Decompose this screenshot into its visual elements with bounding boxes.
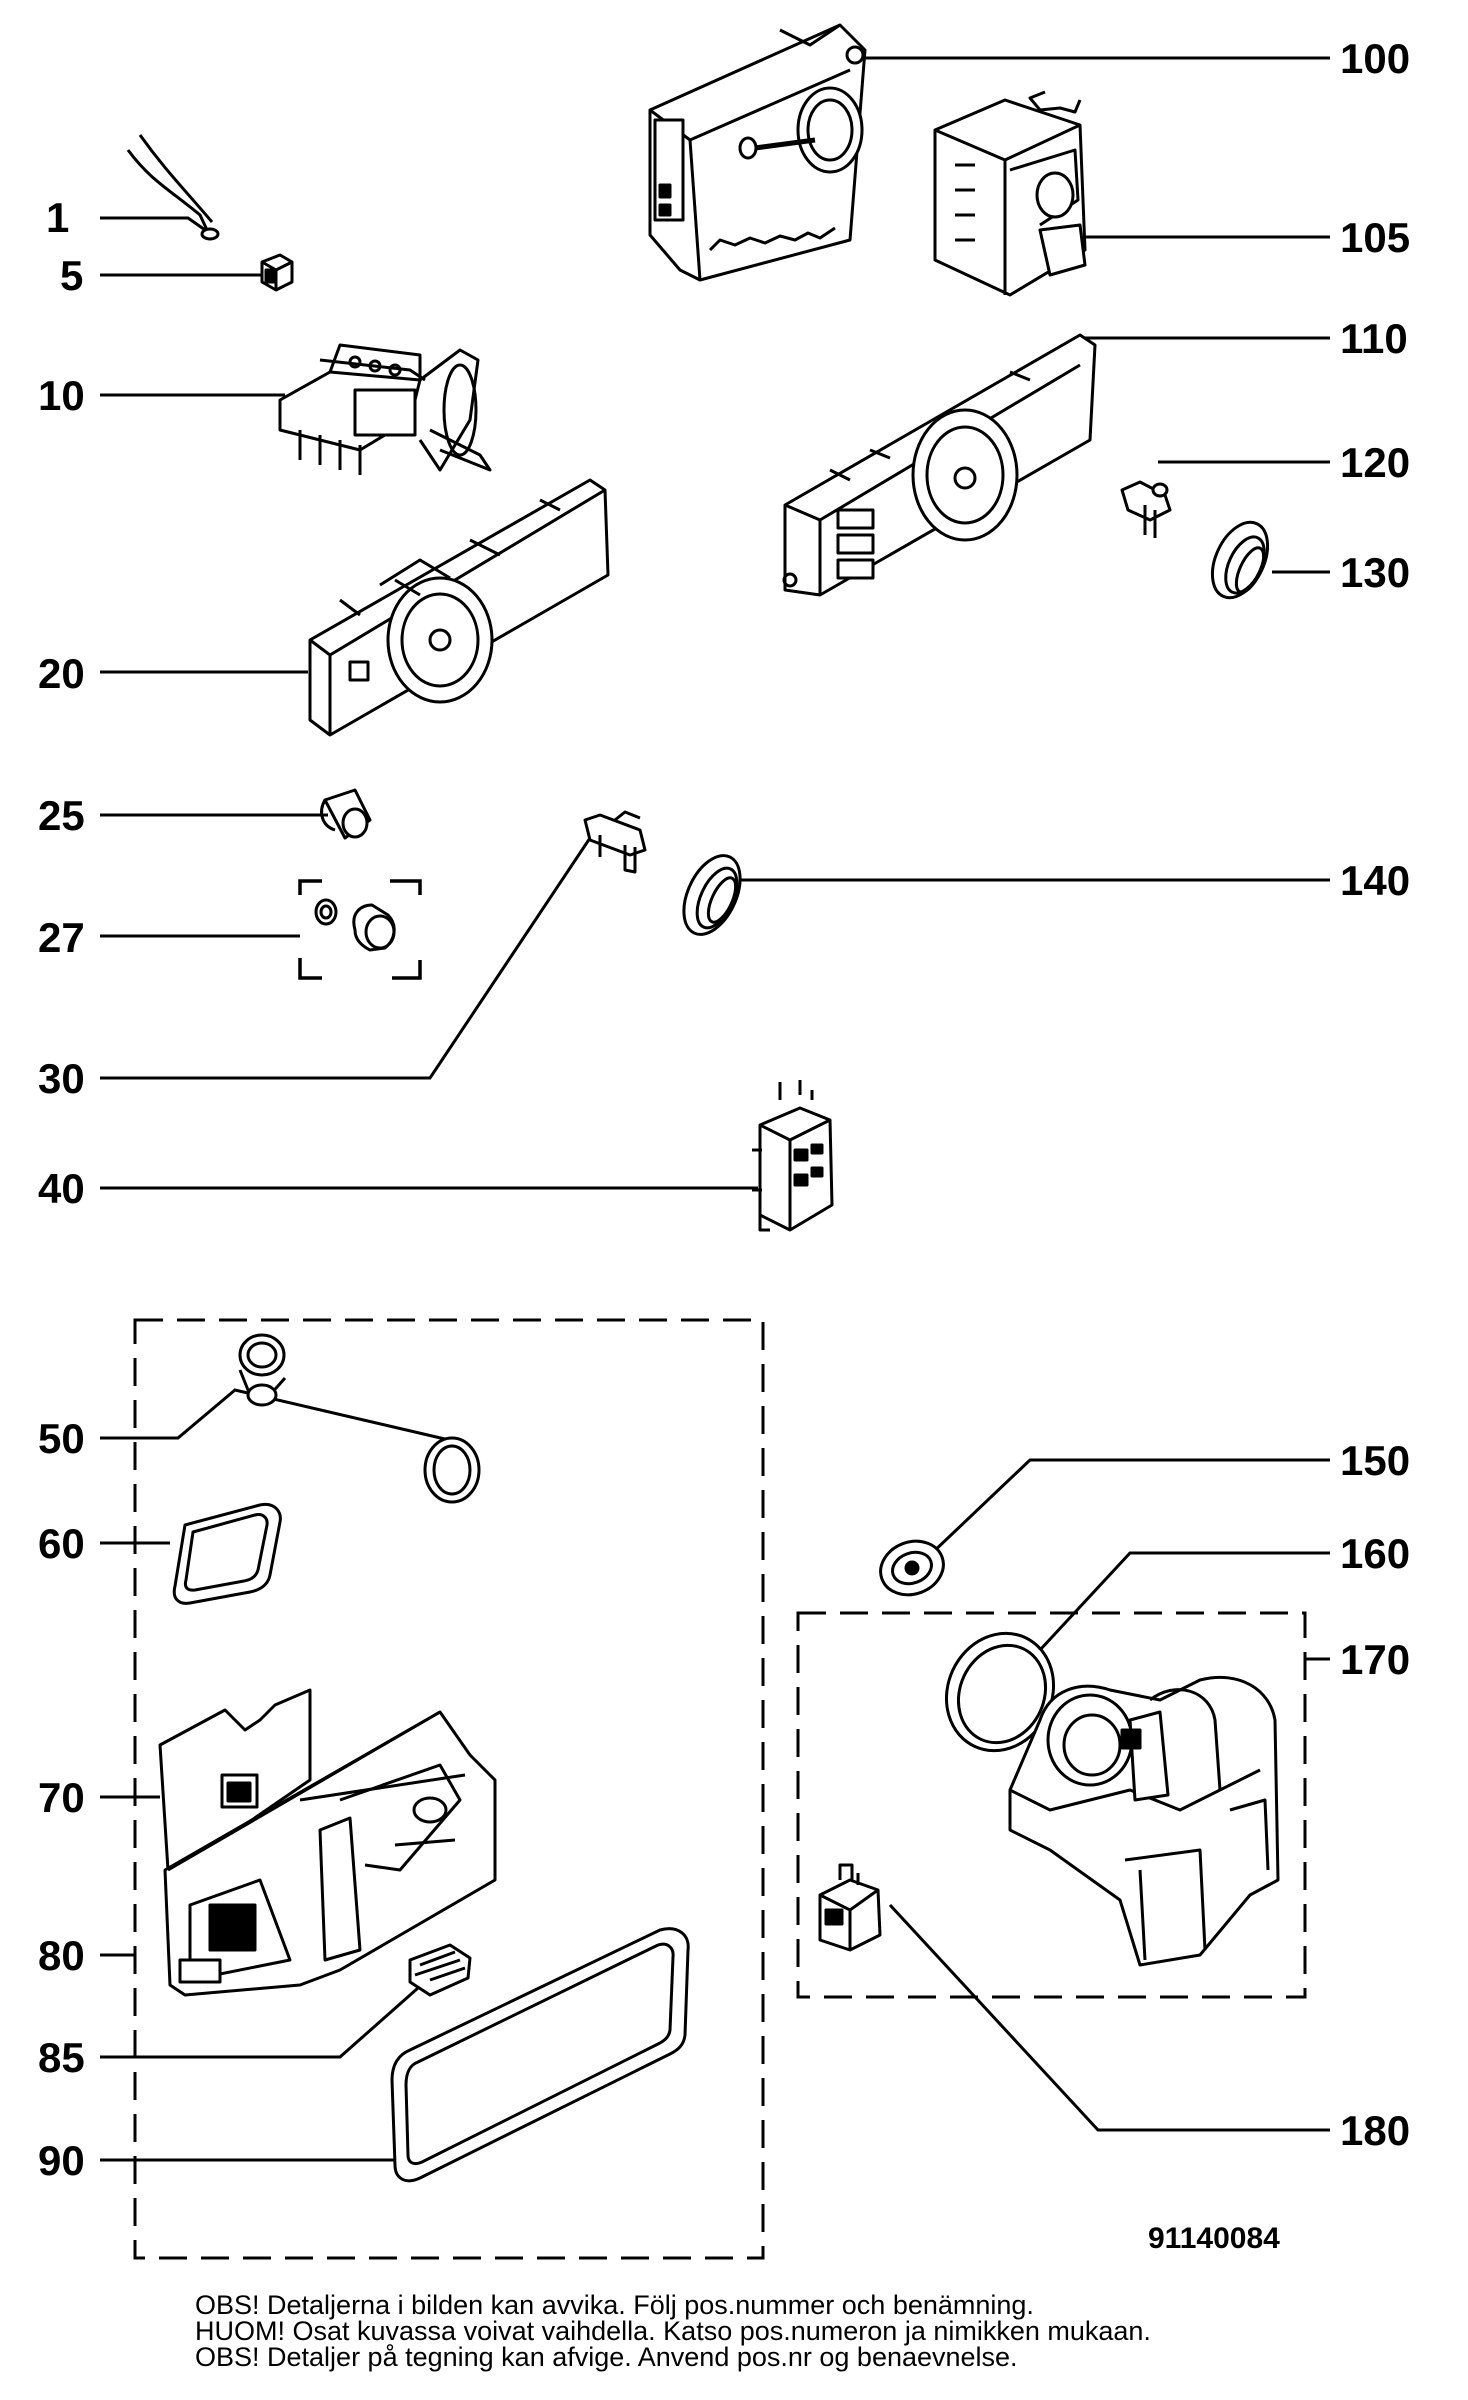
disclaimer-notes: OBS! Detaljerna i bilden kan avvika. Föl… — [195, 2290, 1345, 2372]
part-110-panel-right — [782, 333, 1097, 597]
part-60-seal — [172, 1502, 282, 1605]
label-1: 1 — [46, 194, 69, 241]
label-50: 50 — [38, 1415, 85, 1462]
part-150-disc — [879, 1539, 945, 1597]
part-20-panel-left — [308, 478, 610, 737]
label-100: 100 — [1340, 35, 1410, 82]
part-50-valve — [238, 1333, 287, 1407]
label-20: 20 — [38, 650, 85, 697]
part-40-connector — [752, 1080, 834, 1232]
label-180: 180 — [1340, 2107, 1410, 2154]
label-90: 90 — [38, 2137, 85, 2184]
part-80-door-lock-body — [163, 1710, 497, 1997]
part-27-knob-set — [314, 898, 396, 952]
label-60: 60 — [38, 1520, 85, 1567]
part-85-clip — [408, 1943, 472, 1997]
part-160-o-ring — [944, 1631, 1056, 1753]
part-30-lamp-holder — [583, 810, 647, 874]
label-25: 25 — [38, 792, 85, 839]
part-90-gasket — [390, 1927, 690, 2183]
part-180-microswitch — [818, 1863, 882, 1952]
label-105: 105 — [1340, 214, 1410, 261]
part-105-relay-block — [933, 90, 1087, 297]
group-box-dispenser — [796, 1611, 1307, 1999]
part-140-o-ring — [682, 854, 742, 936]
part-labels: 1 5 10 20 25 27 30 40 50 60 70 80 85 90 … — [38, 35, 1410, 2255]
label-140: 140 — [1340, 857, 1410, 904]
part-10-switch — [278, 343, 492, 475]
label-170: 170 — [1340, 1636, 1410, 1683]
label-120: 120 — [1340, 439, 1410, 486]
label-150: 150 — [1340, 1437, 1410, 1484]
part-130-o-ring — [1210, 520, 1270, 600]
dashed-group-boxes — [133, 879, 1307, 2260]
part-1-wire — [126, 134, 220, 241]
note-swedish: OBS! Detaljerna i bilden kan avvika. Föl… — [195, 2290, 1034, 2320]
label-110: 110 — [1340, 315, 1408, 362]
part-25-knob-cap — [320, 788, 372, 840]
part-120-lamp — [1120, 480, 1172, 538]
group-box-knob — [298, 879, 422, 980]
part-100-timer — [648, 23, 867, 282]
label-10: 10 — [38, 372, 85, 419]
label-85: 85 — [38, 2034, 85, 2081]
label-27: 27 — [38, 914, 85, 961]
label-130: 130 — [1340, 549, 1410, 596]
label-5: 5 — [60, 252, 83, 299]
part-50-o-ring — [423, 1436, 481, 1504]
label-80: 80 — [38, 1932, 85, 1979]
label-40: 40 — [38, 1165, 85, 1212]
group-box-door-lock — [133, 1318, 765, 2260]
note-danish: OBS! Detaljer på tegning kan afvige. Anv… — [195, 2342, 1018, 2372]
leader-lines — [100, 56, 1330, 2162]
part-170-dispenser — [1008, 1675, 1280, 1967]
label-70: 70 — [38, 1774, 85, 1821]
part-5-clip — [260, 253, 294, 292]
label-30: 30 — [38, 1055, 85, 1102]
drawing-number: 91140084 — [1148, 2222, 1280, 2255]
label-160: 160 — [1340, 1530, 1410, 1577]
note-finnish: HUOM! Osat kuvassa voivat vaihdella. Kat… — [195, 2316, 1151, 2346]
